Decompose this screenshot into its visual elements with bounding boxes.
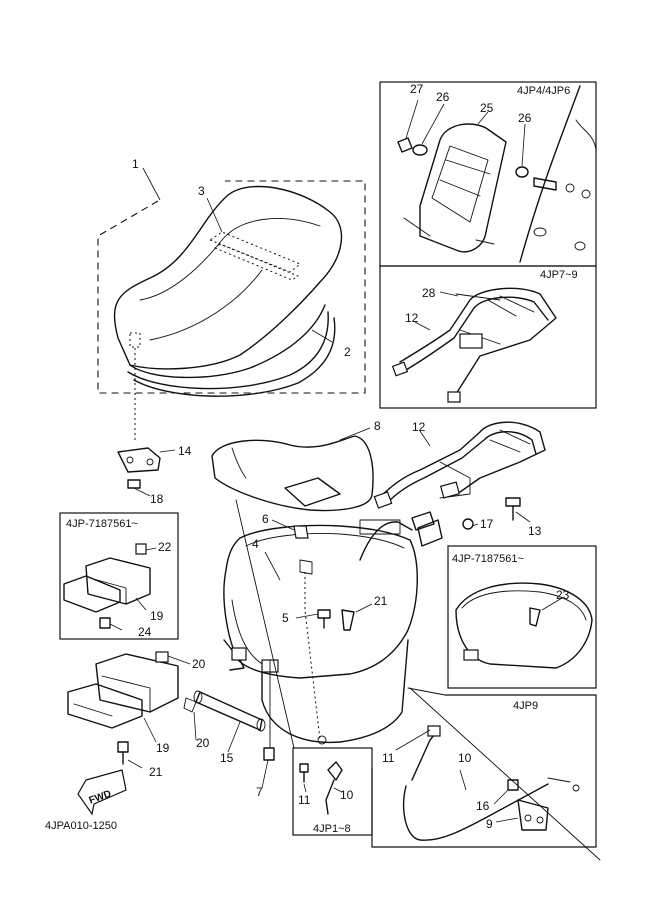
inset-label-4jp9: 4JP9: [513, 700, 538, 712]
inset-left-serial: [59, 512, 179, 640]
callout-13: 13: [528, 524, 542, 538]
callout-5: 5: [282, 611, 289, 625]
callout-12a: 12: [405, 311, 419, 325]
callout-21b: 21: [149, 765, 163, 779]
inset-label-4jp7-9: 4JP7~9: [540, 269, 578, 281]
callout-20b: 20: [196, 736, 210, 750]
callout-26b: 26: [518, 111, 532, 125]
inset-label-right-serial: 4JP-7187561~: [452, 553, 524, 565]
callout-26a: 26: [436, 90, 450, 104]
inset-4jp7-9: [379, 265, 597, 409]
callout-19a: 19: [150, 609, 164, 623]
seat-cushion: [211, 427, 374, 512]
callout-11a: 11: [382, 751, 395, 765]
callout-3: 3: [198, 184, 205, 198]
callout-numbers: 1 2 3 4 5 6 7 8 9 10 10 11 11 12 12 13 1…: [132, 82, 570, 831]
callout-20a: 20: [192, 657, 206, 671]
callout-25: 25: [480, 101, 494, 115]
pipe-and-nut: [193, 659, 275, 789]
inset-4jp4-4jp6: [379, 81, 597, 267]
diagram-code: 4JPA010-1250: [45, 820, 117, 832]
callout-10b: 10: [340, 788, 354, 802]
callout-15: 15: [220, 751, 234, 765]
inset-right-serial: [447, 545, 597, 689]
inset-label-4jp4-4jp6: 4JP4/4JP6: [517, 85, 570, 97]
storage-box: [223, 519, 418, 745]
callout-10a: 10: [458, 751, 472, 765]
callout-6: 6: [262, 512, 269, 526]
callout-7: 7: [256, 785, 263, 799]
battery-holder: [67, 651, 197, 816]
callout-18: 18: [150, 492, 164, 506]
seat-lock-bracket: [117, 447, 176, 497]
callout-21a: 21: [374, 594, 388, 608]
inset-4jp9: [371, 687, 597, 848]
inset-4jp1-8: [292, 747, 373, 836]
callout-2: 2: [344, 345, 351, 359]
callout-17: 17: [480, 517, 494, 531]
callout-23: 23: [556, 588, 570, 602]
callout-14: 14: [178, 444, 192, 458]
callout-19b: 19: [156, 741, 170, 755]
grab-rack: [373, 421, 546, 547]
seat-assembly: [97, 167, 366, 440]
callout-11b: 11: [298, 793, 311, 807]
inset-label-4jp1-8: 4JP1~8: [313, 823, 351, 835]
callout-9: 9: [486, 817, 493, 831]
callout-4: 4: [252, 537, 259, 551]
callout-24: 24: [138, 625, 152, 639]
callout-27: 27: [410, 82, 424, 96]
callout-1: 1: [132, 157, 139, 171]
callout-22: 22: [158, 540, 172, 554]
callout-28: 28: [422, 286, 436, 300]
callout-8: 8: [374, 419, 381, 433]
callout-16: 16: [476, 799, 490, 813]
callout-12b: 12: [412, 420, 426, 434]
inset-label-left-serial: 4JP-7187561~: [66, 518, 138, 530]
